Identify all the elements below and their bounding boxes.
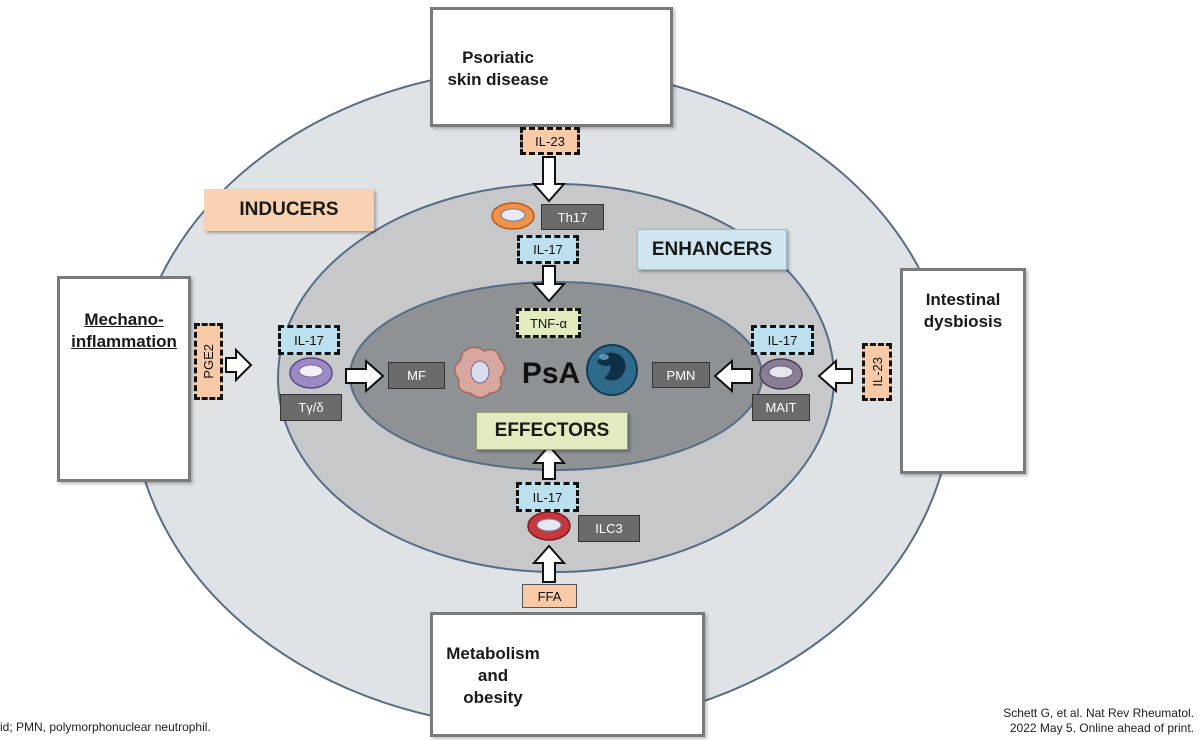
inducers-banner: INDUCERS <box>204 189 374 231</box>
macrophage-icon <box>454 346 506 399</box>
psoriatic-skin-title: Psoriatic skin disease <box>447 48 549 89</box>
mait-cell-icon <box>759 358 803 390</box>
metabolism-box: Metabolism and obesity <box>430 612 705 737</box>
mechano-title: Mechano- inflammation <box>71 310 177 351</box>
metabolism-title: Metabolism and obesity <box>446 644 540 707</box>
arrow-tgd-to-mf <box>345 358 385 394</box>
ffa-label: FFA <box>522 584 577 608</box>
th17-label: Th17 <box>541 204 604 230</box>
pge2-text: PGE2 <box>201 344 216 379</box>
arrow-pge2-to-tgd <box>225 347 253 383</box>
citation-line-2: 2022 May 5. Online ahead of print. <box>1009 721 1194 735</box>
neutrophil-icon <box>586 344 638 396</box>
il17-left-label: IL-17 <box>278 325 340 355</box>
psa-title: PsA <box>521 357 581 390</box>
ilc3-cell-icon <box>527 511 571 541</box>
tgd-cell-icon <box>289 357 333 389</box>
mechano-box: Mechano- inflammation <box>57 276 191 482</box>
enhancers-banner: ENHANCERS <box>637 229 787 270</box>
il23-right-label: IL-23 <box>862 343 892 401</box>
citation-line-1: Schett G, et al. Nat Rev Rheumatol. <box>1003 706 1194 720</box>
arrow-ffa-to-ilc3 <box>531 544 567 583</box>
intestinal-title: Intestinal dysbiosis <box>923 290 1003 331</box>
arrow-il17-to-effectors <box>531 444 567 480</box>
il23-top-label: IL-23 <box>520 127 580 155</box>
il17-top-label: IL-17 <box>517 235 579 264</box>
psoriatic-skin-box: Psoriatic skin disease <box>430 7 673 127</box>
pge2-label: PGE2 <box>194 323 223 400</box>
tgd-label: Tγ/δ <box>280 394 342 421</box>
intestinal-box: Intestinal dysbiosis <box>900 268 1026 474</box>
pmn-label: PMN <box>652 362 710 388</box>
footer-abbreviations: id; PMN, polymorphonuclear neutrophil. <box>0 720 211 734</box>
mf-label: MF <box>388 362 445 389</box>
effectors-banner: EFFECTORS <box>476 412 628 450</box>
il17-bottom-label: IL-17 <box>516 482 579 512</box>
th17-cell-icon <box>491 202 535 230</box>
il17-right-label: IL-17 <box>751 325 814 355</box>
arrow-mait-to-pmn <box>713 358 753 394</box>
arrow-intestinal-to-mait <box>817 358 853 394</box>
mait-label: MAIT <box>752 394 810 421</box>
arrow-il17-to-tnf <box>531 265 567 303</box>
ilc3-label: ILC3 <box>578 515 640 542</box>
arrow-skin-to-th17 <box>531 156 567 203</box>
il23-right-text: IL-23 <box>869 357 885 387</box>
tnf-alpha-label: TNF-α <box>516 308 581 338</box>
